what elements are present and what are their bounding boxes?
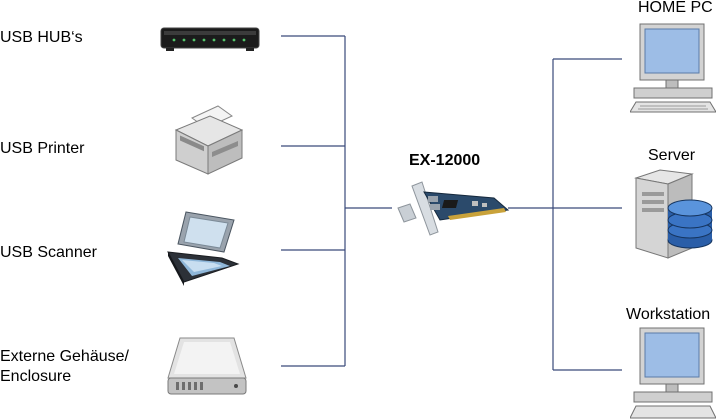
hard-drive-enclosure-icon	[167, 337, 247, 395]
scanner-label: USB Scanner	[0, 244, 97, 261]
scanner-icon	[167, 211, 240, 286]
home-pc-label: HOME PC	[638, 0, 713, 16]
workstation-label: Workstation	[626, 306, 711, 323]
server-database-icon	[634, 169, 713, 259]
desktop-computer-icon	[630, 23, 716, 113]
card-label: EX-12000	[409, 152, 481, 169]
hub-label: USB HUB‘s	[0, 29, 83, 46]
pcie-card-icon	[397, 181, 510, 236]
enclosure-label-line1: Externe Gehäuse/	[0, 348, 129, 365]
printer-label: USB Printer	[0, 140, 85, 157]
server-label: Server	[648, 147, 696, 164]
printer-icon	[174, 105, 244, 175]
workstation-computer-icon	[630, 327, 716, 419]
enclosure-label-line2: Enclosure	[0, 368, 72, 385]
usb-hub-icon	[160, 27, 260, 51]
